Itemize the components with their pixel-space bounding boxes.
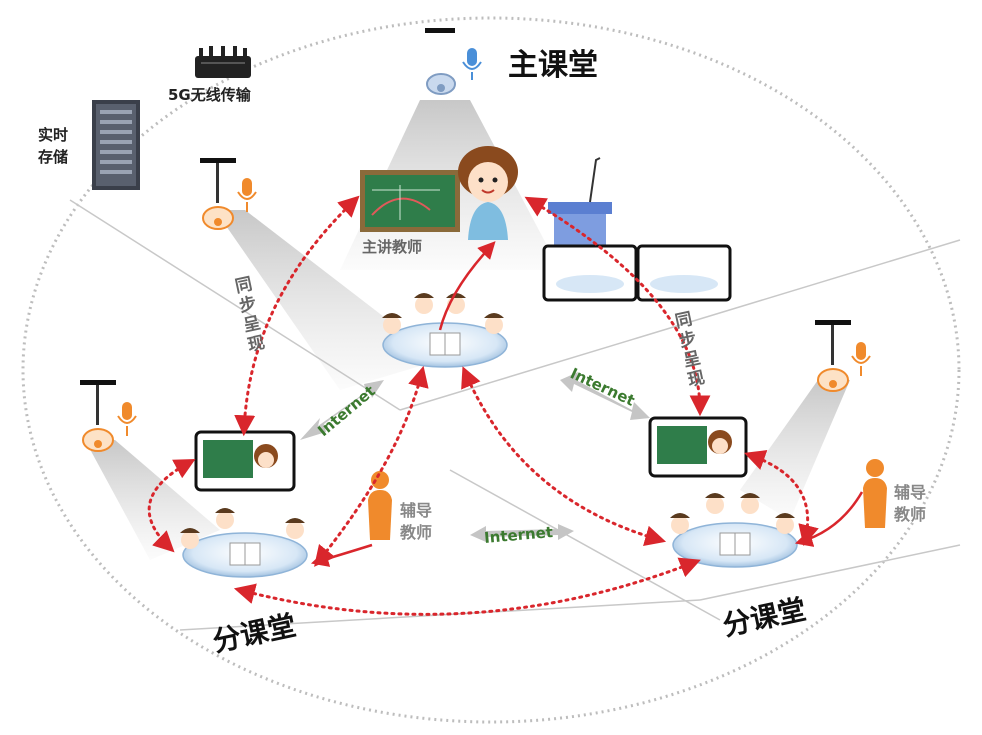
student-icon [285, 518, 305, 539]
podium-icon [548, 157, 612, 250]
assistant-teacher-label-left: 辅导教师 [400, 501, 433, 542]
microphone-icon [117, 402, 137, 436]
system-boundary-ellipse [21, 16, 961, 724]
microphone-icon [462, 48, 482, 80]
server-icon [92, 100, 140, 190]
student-icon [382, 313, 402, 334]
main-classroom-title: 主课堂 [508, 48, 598, 83]
assistant-icon [368, 471, 392, 540]
student-icon [740, 493, 760, 514]
monitor-icon [194, 430, 296, 492]
microphone-icon [851, 342, 871, 376]
student-icon [705, 493, 725, 514]
main-camera-group [425, 28, 482, 95]
teacher-icon [458, 146, 518, 240]
main-student-table [382, 322, 508, 368]
microphone-icon [237, 178, 257, 212]
wireless-label: 5G无线传输 [168, 86, 251, 104]
storage-label-line1: 实时 [38, 126, 69, 144]
left-branch-table [182, 532, 308, 578]
camera-icon [426, 73, 456, 95]
sync-flow-arrows [147, 195, 819, 616]
camera-icon [817, 368, 849, 392]
student-icon [414, 293, 434, 314]
camera-icon [202, 206, 234, 230]
assistant-icon [863, 459, 887, 528]
solid-flow-arrows [310, 241, 864, 567]
right-camera-group [815, 320, 871, 392]
monitor-icon [542, 244, 732, 302]
router-icon [195, 46, 251, 78]
storage-label-line2: 存储 [38, 148, 69, 166]
monitor-icon [648, 416, 748, 478]
main-blackboard-icon [360, 170, 460, 232]
left-lower-camera-group [80, 380, 137, 452]
student-icon [215, 508, 235, 529]
student-icon [484, 313, 504, 334]
camera-icon [82, 428, 114, 452]
lead-teacher-label: 主讲教师 [362, 238, 423, 256]
assistant-teacher-label-right: 辅导教师 [894, 483, 927, 524]
student-icon [670, 513, 690, 534]
